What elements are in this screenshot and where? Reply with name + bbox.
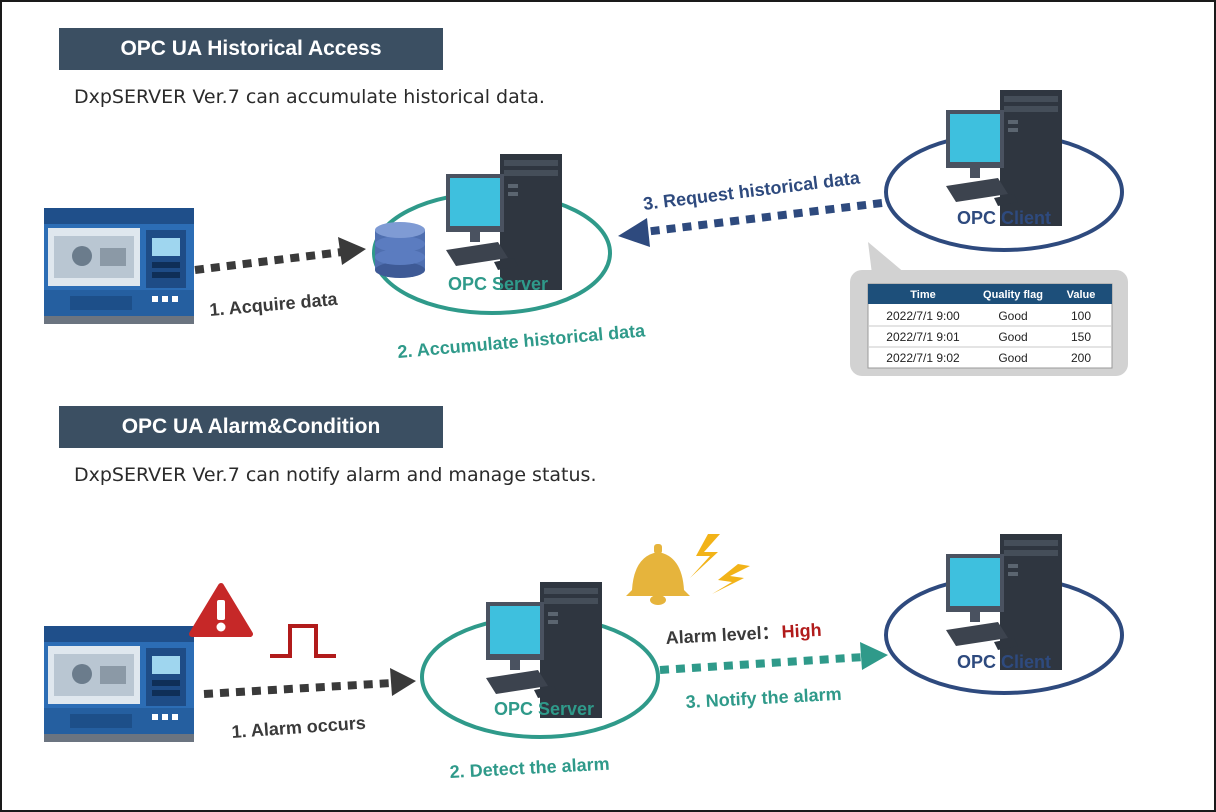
label-step2-detect: 2. Detect the alarm <box>449 754 610 782</box>
table-header: Quality flag <box>983 289 1043 301</box>
label-step3-notify: 3. Notify the alarm <box>685 684 842 712</box>
table-cell: Good <box>998 330 1027 344</box>
computer-icon <box>486 582 602 718</box>
table-cell: 100 <box>1071 309 1091 323</box>
historical-data-table: Time Quality flag Value 2022/7/1 9:00 Go… <box>886 289 1095 365</box>
alarm-level-value: High <box>781 620 822 642</box>
table-header: Value <box>1067 289 1096 301</box>
lightning-icon <box>690 534 750 594</box>
machine-icon <box>44 208 194 324</box>
label-opc-client-alarm: OPC Client <box>957 652 1051 672</box>
subtitle-alarm-condition: DxpSERVER Ver.7 can notify alarm and man… <box>74 464 597 486</box>
warning-icon <box>192 586 250 634</box>
computer-icon <box>946 534 1062 670</box>
bell-icon <box>626 544 690 605</box>
label-alarm-level: Alarm level：High <box>665 620 822 648</box>
table-cell: Good <box>998 309 1027 323</box>
label-step1-acquire-data: 1. Acquire data <box>209 289 340 320</box>
table-cell: 200 <box>1071 351 1091 365</box>
arrow-acquire-data <box>194 237 366 274</box>
label-opc-server-alarm: OPC Server <box>494 699 594 719</box>
machine-icon <box>44 626 194 742</box>
computer-icon <box>946 90 1062 226</box>
section-header-alarm-condition: OPC UA Alarm&Condition <box>59 406 443 448</box>
subtitle-historical-access: DxpSERVER Ver.7 can accumulate historica… <box>74 86 545 108</box>
arrow-request-data <box>618 199 883 247</box>
table-header: Time <box>910 289 935 301</box>
label-step1-alarm-occurs: 1. Alarm occurs <box>231 713 366 742</box>
table-cell: 2022/7/1 9:00 <box>886 309 960 323</box>
arrow-notify-alarm <box>659 642 888 674</box>
table-cell: 150 <box>1071 330 1091 344</box>
computer-icon <box>446 154 562 290</box>
alarm-level-label: Alarm level： <box>665 622 780 648</box>
label-opc-client-historical: OPC Client <box>957 208 1051 228</box>
table-cell: 2022/7/1 9:01 <box>886 330 960 344</box>
section-header-historical-access: OPC UA Historical Access <box>59 28 443 70</box>
database-icon <box>375 222 425 278</box>
label-step2-accumulate: 2. Accumulate historical data <box>397 320 647 362</box>
label-opc-server-historical: OPC Server <box>448 274 548 294</box>
table-cell: Good <box>998 351 1027 365</box>
pulse-icon <box>270 624 336 658</box>
table-cell: 2022/7/1 9:02 <box>886 351 960 365</box>
arrow-alarm-occurs <box>203 668 416 698</box>
historical-data-callout <box>850 242 1128 376</box>
